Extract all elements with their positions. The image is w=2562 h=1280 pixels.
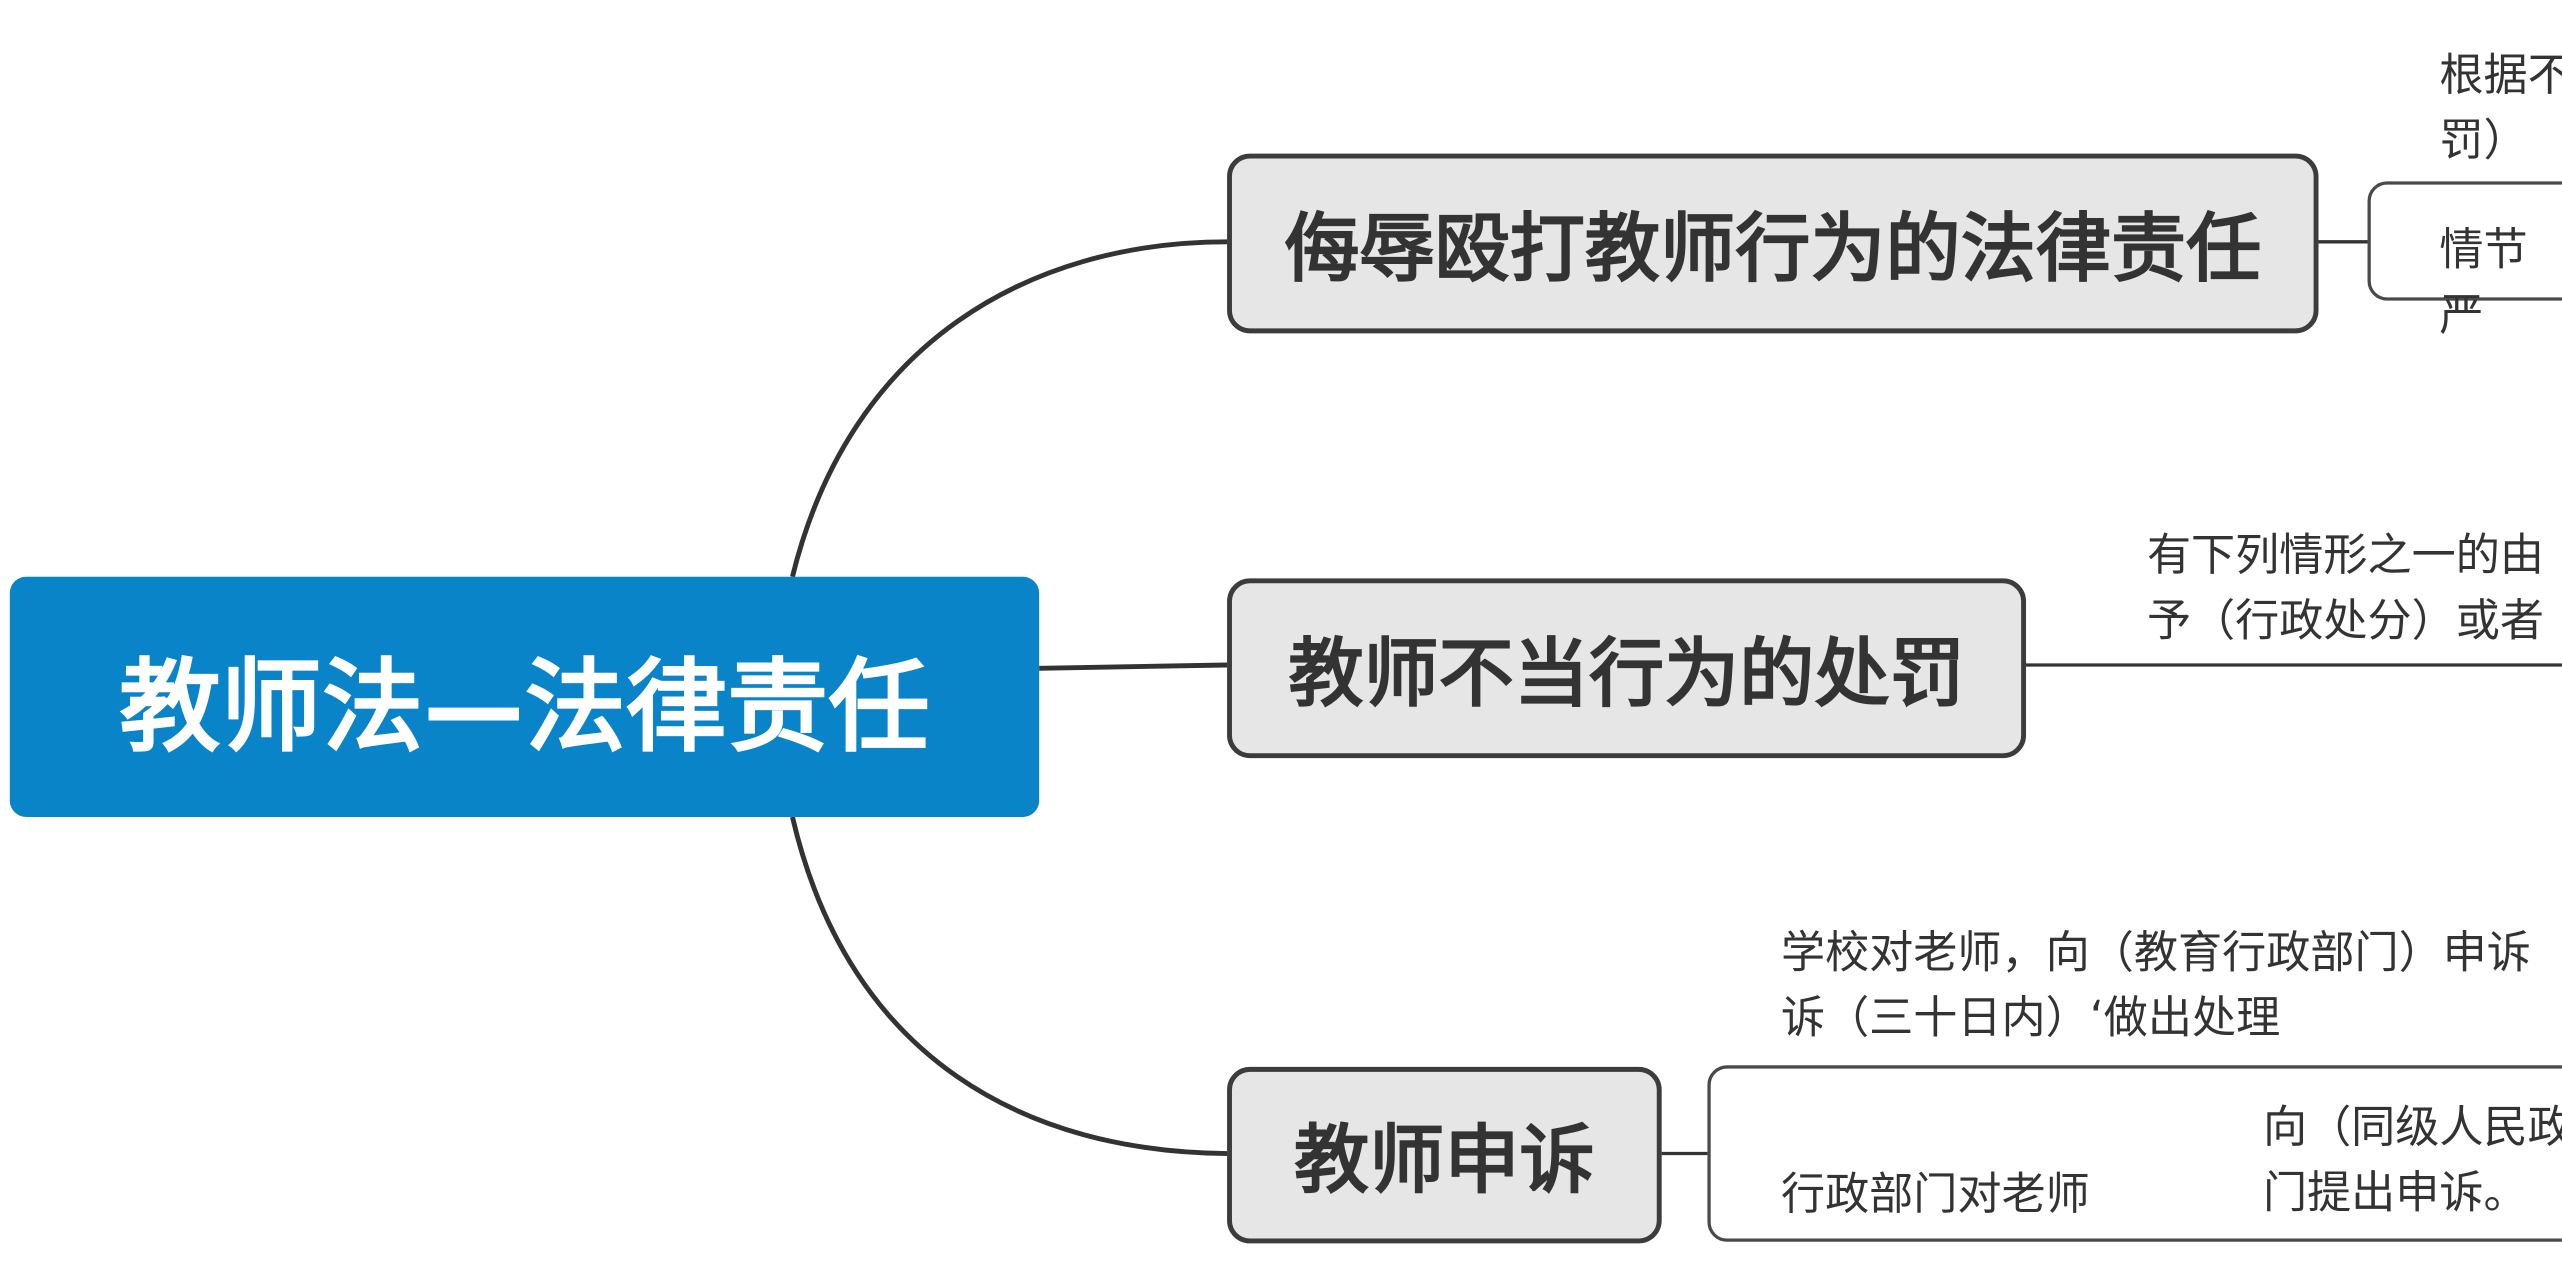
branch-note: 根据不 罚）: [2439, 50, 2562, 167]
connector-root-to-branch-3: [790, 816, 1228, 1156]
branch-node-teacher-appeal[interactable]: 教师申诉: [1227, 1066, 1662, 1244]
connector-root-to-branch-1: [790, 239, 1228, 578]
leaf-note: 向（同级人民政 门提出申诉。: [2262, 1102, 2562, 1219]
branch-note: 学校对老师，向（教育行政部门）申诉 诉（三十日内）‘做出处理: [1780, 928, 2531, 1045]
leaf-box-administrative-department[interactable]: [1707, 1065, 2562, 1242]
branch-label: 教师申诉: [1294, 1115, 1595, 1205]
leaf-label: 情节严: [2439, 225, 2528, 342]
root-node[interactable]: 教师法—法律责任: [9, 576, 1040, 817]
branch-node-teacher-misconduct[interactable]: 教师不当行为的处罚: [1227, 578, 2027, 759]
branch-note: 有下列情形之一的由 予（行政处分）或者: [2146, 531, 2544, 648]
leaf-label: 行政部门对老师: [1780, 1169, 2090, 1221]
branch-node-insult-assault[interactable]: 侮辱殴打教师行为的法律责任: [1227, 153, 2319, 334]
root-label: 教师法—法律责任: [119, 646, 930, 766]
branch-label: 侮辱殴打教师行为的法律责任: [1284, 204, 2262, 293]
leaf-box-serious-circumstances[interactable]: [2367, 181, 2562, 301]
branch-label: 教师不当行为的处罚: [1288, 629, 1965, 718]
connector-root-to-branch-2: [1039, 662, 1228, 671]
